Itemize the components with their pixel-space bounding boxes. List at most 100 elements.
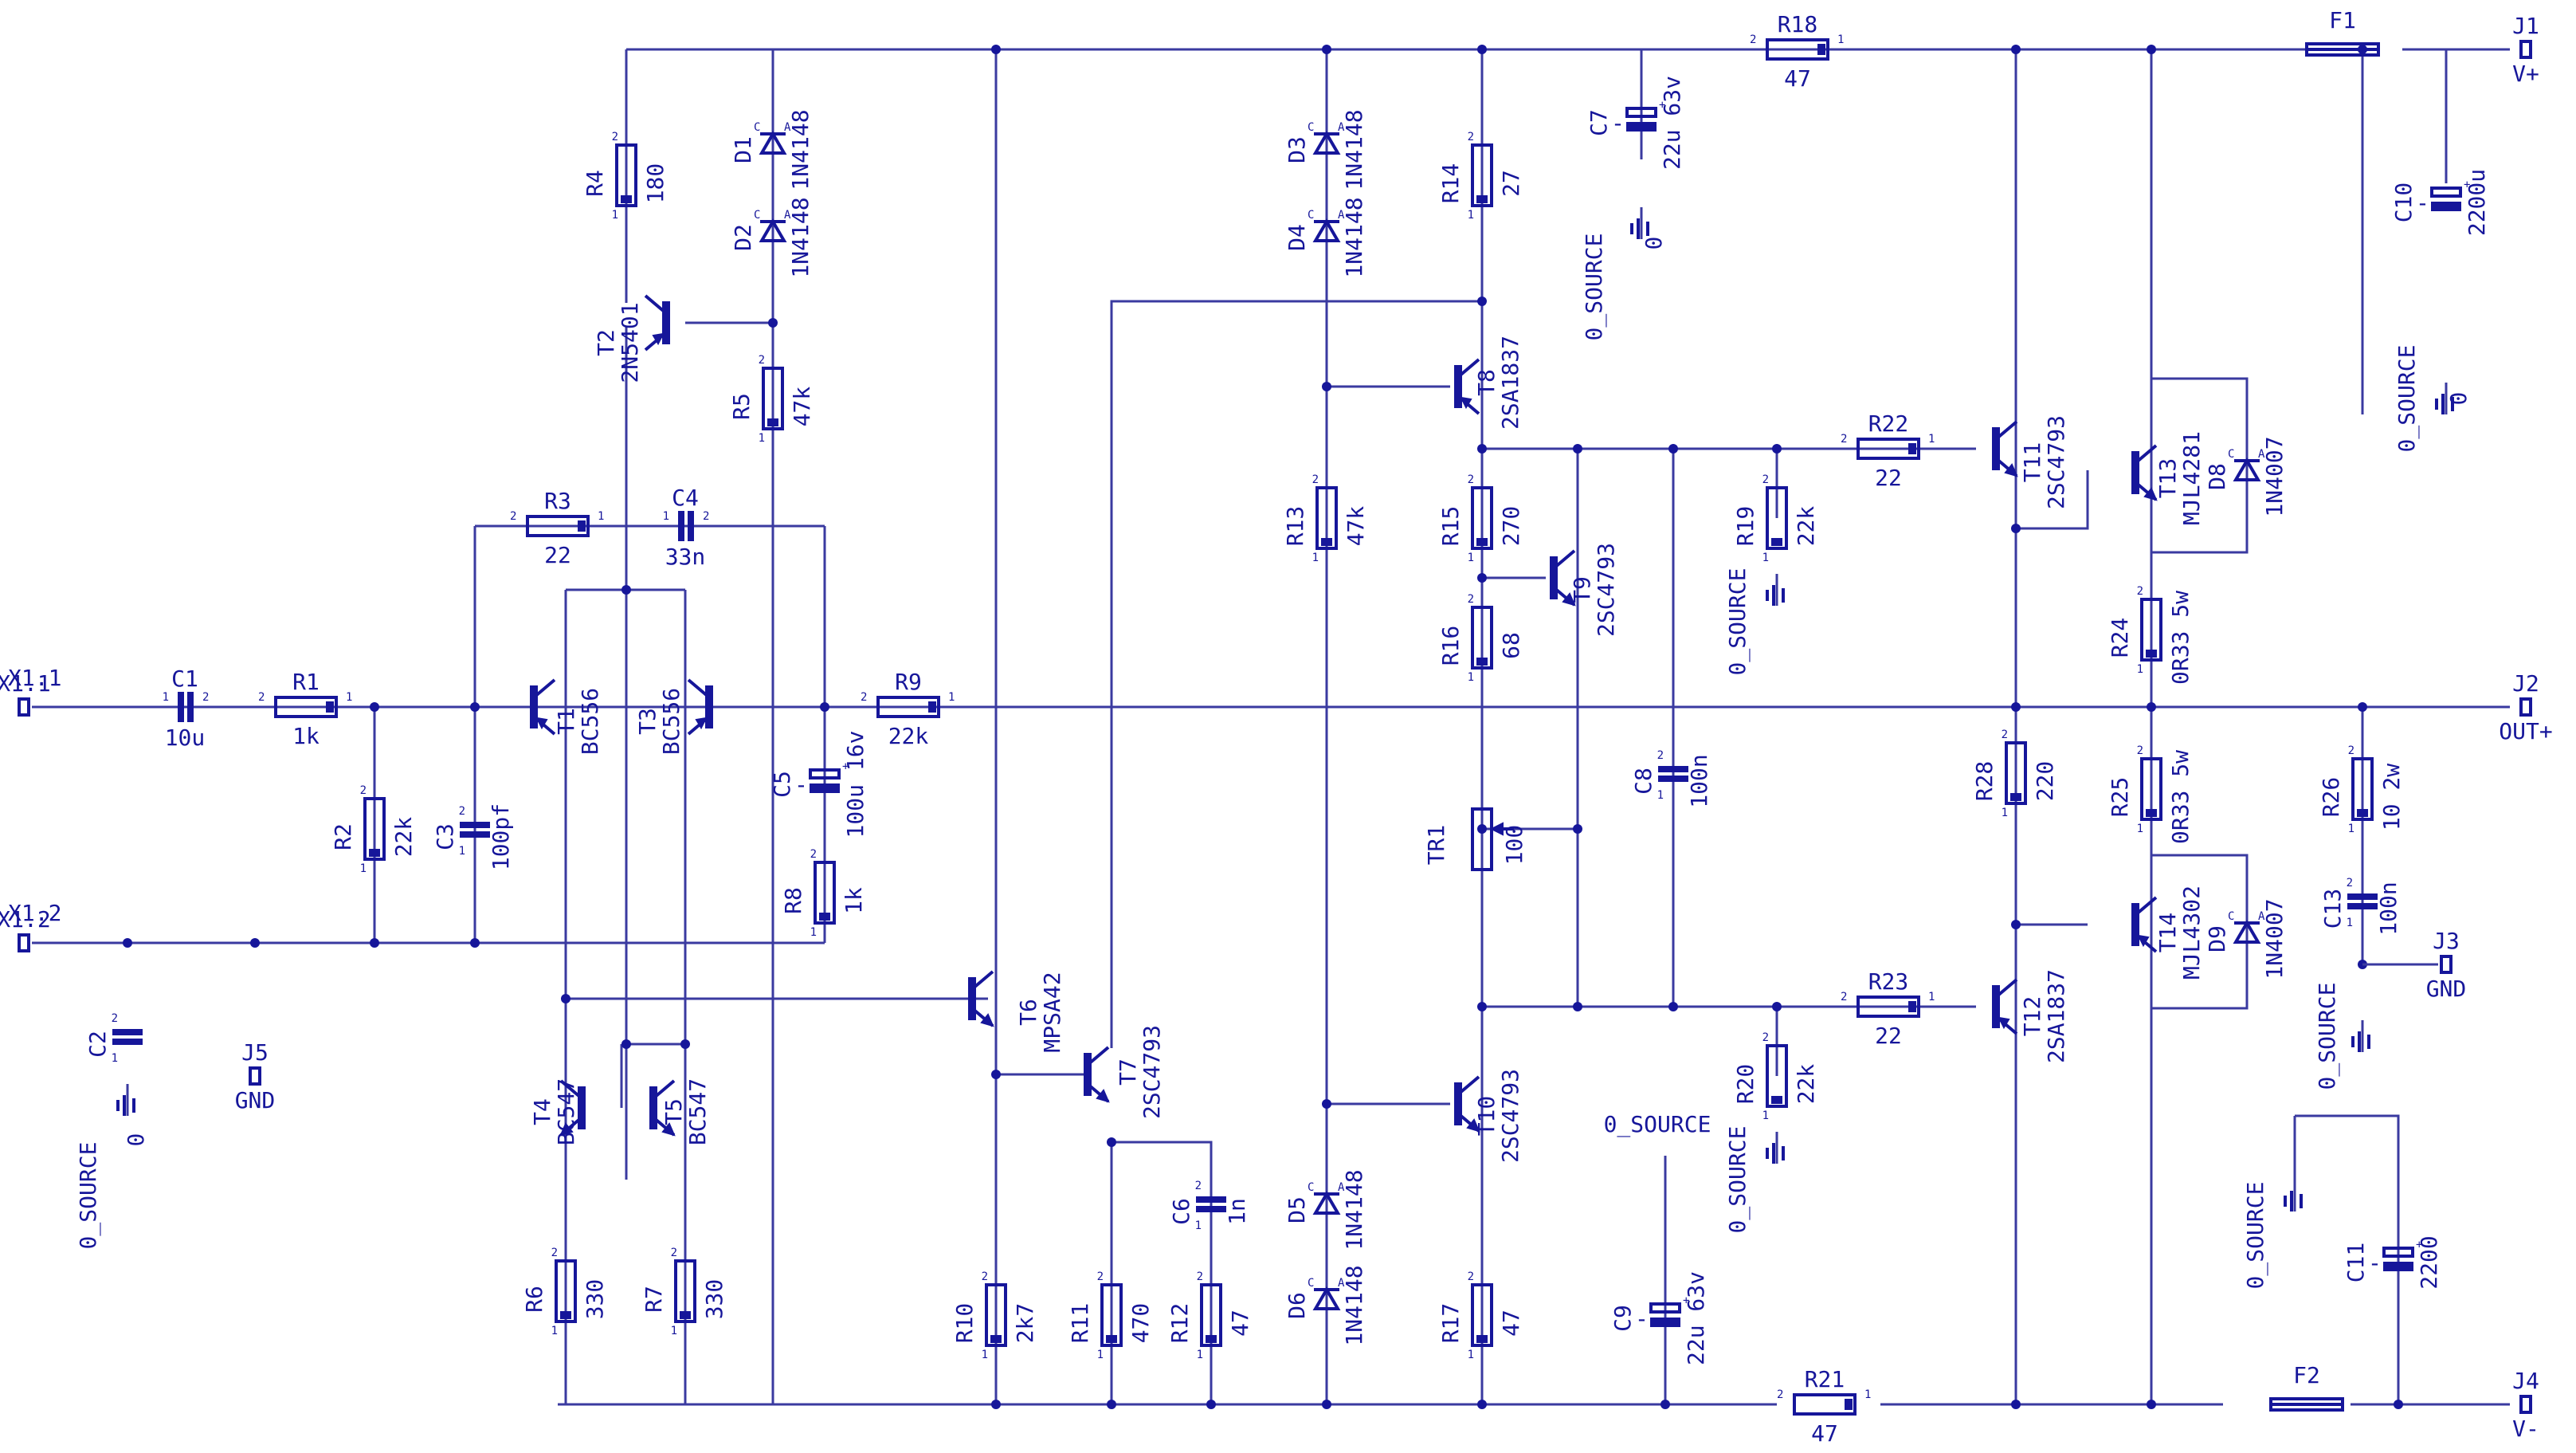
resistor-body — [674, 1259, 696, 1323]
ref-designator: R21 — [1805, 1366, 1845, 1392]
pin-anode: A — [1338, 1277, 1345, 1290]
component-value: 22 — [544, 542, 571, 568]
emitter-arrow — [2137, 934, 2150, 948]
junction-dot — [1477, 444, 1487, 454]
polarity-plus: + — [2464, 179, 2470, 191]
ref-designator: R19 — [1732, 506, 1759, 547]
emitter-arrow — [695, 717, 708, 730]
component-value: 220 — [2032, 761, 2058, 802]
pin-1-marker — [1908, 1001, 1916, 1012]
pin-number: 1 — [1468, 1349, 1474, 1361]
polarity-minus: - — [794, 772, 808, 798]
pin-number: 2 — [1762, 1031, 1769, 1044]
connector-pin — [2519, 697, 2532, 717]
pin-1-marker — [1206, 1335, 1217, 1343]
plate-positive — [2382, 1247, 2414, 1258]
resistor-body — [1471, 486, 1493, 550]
pin-number: 2 — [1841, 991, 1847, 1003]
ref-designator: R5 — [728, 393, 755, 420]
ref-designator: C9 — [1610, 1305, 1636, 1332]
junction-dot — [2011, 702, 2021, 712]
emitter-arrow — [652, 332, 665, 346]
base-bar — [1992, 985, 2000, 1028]
pin-1-marker — [621, 195, 632, 203]
plate — [112, 1029, 143, 1035]
base-bar — [1550, 556, 1558, 599]
junction-dot — [1772, 1002, 1782, 1011]
wire — [2295, 1114, 2400, 1404]
base-bar — [1084, 1053, 1092, 1096]
junction-dot — [621, 585, 631, 595]
ref-designator: R25 — [2107, 777, 2133, 818]
component-value: 10u — [165, 725, 206, 751]
pin-number: 2 — [551, 1247, 558, 1259]
pin-number: 2 — [510, 510, 516, 523]
pin-1-marker — [680, 1311, 691, 1319]
gnd-label: 0 — [2445, 392, 2472, 406]
ref-designator: R12 — [1166, 1303, 1193, 1344]
plate — [2347, 903, 2378, 909]
resistor-body — [2140, 598, 2162, 662]
ref-designator: F2 — [2293, 1362, 2320, 1388]
plate — [2347, 893, 2378, 900]
wire — [1552, 549, 1576, 570]
junction-dot — [1573, 1002, 1582, 1011]
ref-designator: T12 — [2019, 996, 2045, 1037]
resistor-body — [985, 1283, 1007, 1347]
base-bar — [2131, 903, 2139, 946]
pin-1-marker — [578, 520, 586, 532]
ref-designator: R10 — [951, 1303, 978, 1344]
component-value: 100u 16v — [842, 731, 868, 838]
connector-pin — [249, 1066, 261, 1086]
net-label: V+ — [2512, 61, 2539, 87]
pin-cathode: C — [1308, 1277, 1314, 1290]
ref-designator: J5 — [241, 1039, 269, 1066]
pin-number: 1 — [598, 510, 604, 523]
pin-number: 2 — [1468, 593, 1474, 606]
pin-number: 1 — [1928, 433, 1935, 446]
pin-number: 1 — [948, 691, 955, 704]
pin-number: 2 — [2348, 744, 2354, 757]
component-value: 1N4148 — [1341, 109, 1367, 190]
component-value: 2SC4793 — [1139, 1025, 1165, 1119]
junction-dot — [680, 1039, 690, 1049]
ref-designator: R2 — [330, 823, 356, 850]
pin-1-marker — [2146, 809, 2157, 817]
pin-anode: A — [784, 209, 791, 222]
pin-number: 1 — [2347, 917, 2353, 929]
net-label: 0 — [123, 1133, 149, 1147]
emitter-arrow — [1096, 1089, 1110, 1103]
fuse-f2: F2 — [2269, 1362, 2344, 1412]
ref-designator: T8 — [1473, 369, 1500, 396]
plate — [1196, 1196, 1226, 1203]
component-value: 1N4148 — [1341, 197, 1367, 277]
pin-1-marker — [326, 701, 334, 713]
junction-dot — [2011, 920, 2021, 929]
component-value: 100pf — [488, 803, 514, 870]
junction-dot — [470, 702, 480, 712]
ground-symbol — [2435, 383, 2454, 414]
connector-j4: J4V- — [2512, 1368, 2539, 1442]
resistor-body — [1471, 606, 1493, 670]
